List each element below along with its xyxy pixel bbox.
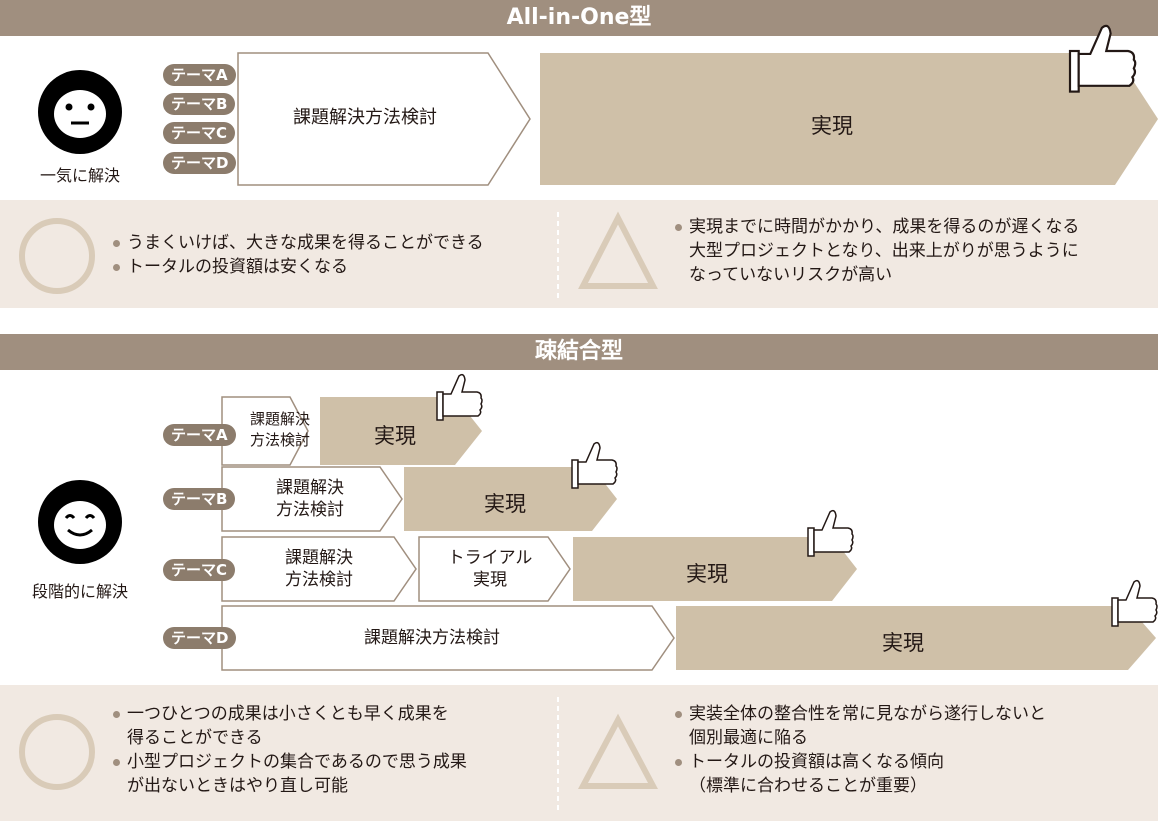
list-item-continued: 個別最適に陥る	[689, 728, 808, 748]
realize-arrow-c	[573, 537, 857, 601]
trial-arrow-c	[418, 536, 571, 602]
theme-tag-d: テーマD	[163, 152, 237, 174]
cons-list-1: 実現までに時間がかかり、成果を得るのが遅くなる 大型プロジェクトとなり、出来上が…	[675, 215, 1079, 287]
caution-triangle-icon	[578, 713, 658, 789]
realize-label-d: 実現	[882, 631, 924, 655]
section1-title: All-in-One型	[0, 0, 1158, 36]
realize-arrow-all	[540, 53, 1158, 185]
study-arrow-a	[221, 396, 309, 466]
theme-tag-d: テーマD	[163, 627, 237, 649]
realize-arrow-d	[676, 606, 1156, 670]
theme-tag-c: テーマC	[163, 122, 236, 144]
realize-label-b: 実現	[484, 492, 526, 516]
theme-tag-a: テーマA	[163, 64, 236, 86]
realize-label-c: 実現	[686, 562, 728, 586]
realize-arrow-b	[404, 467, 617, 531]
list-item: 一つひとつの成果は小さくとも早く成果を	[113, 702, 467, 726]
list-item-continued: なっていないリスクが高い	[689, 265, 893, 285]
pros-list-1: うまくいけば、大きな成果を得ることができる トータルの投資額は安くなる	[113, 231, 484, 279]
cons-list-2: 実装全体の整合性を常に見ながら遂行しないと 個別最適に陥る トータルの投資額は高…	[675, 702, 1046, 798]
pros-list-2: 一つひとつの成果は小さくとも早く成果を 得ることができる 小型プロジェクトの集合…	[113, 702, 467, 798]
study-label-c: 課題解決 方法検討	[285, 548, 353, 590]
list-item-continued: （標準に合わせることが重要）	[689, 776, 927, 796]
face-label-all: 一気に解決	[39, 166, 120, 185]
realize-label-all: 実現	[811, 114, 853, 138]
theme-tag-c: テーマC	[163, 559, 236, 581]
realize-label-a: 実現	[374, 424, 416, 448]
good-circle-icon	[19, 714, 95, 790]
good-circle-icon	[19, 218, 95, 294]
study-label-b: 課題解決 方法検討	[276, 478, 344, 520]
list-item-continued: が出ないときはやり直し可能	[127, 776, 348, 796]
caution-triangle-icon	[578, 211, 658, 289]
list-item-continued: 大型プロジェクトとなり、出来上がりが思うように	[689, 241, 1079, 261]
thumbs-up-icon	[571, 441, 618, 489]
smiling-face-icon	[38, 480, 122, 564]
face-label-stepwise: 段階的に解決	[31, 582, 128, 601]
list-item: 小型プロジェクトの集合であるので思う成果	[113, 750, 467, 774]
study-label-a: 課題解決 方法検討	[249, 410, 310, 449]
study-label-d: 課題解決方法検討	[364, 628, 500, 648]
theme-tag-b: テーマB	[163, 93, 236, 115]
theme-tag-a: テーマA	[163, 424, 236, 446]
list-item: トータルの投資額は高くなる傾向	[675, 750, 1046, 774]
list-item-continued: 得ることができる	[127, 728, 263, 748]
study-arrow-b	[221, 466, 403, 532]
trial-label-c: トライアル 実現	[447, 548, 533, 590]
thumbs-up-icon	[436, 373, 483, 421]
theme-tag-b: テーマB	[163, 488, 236, 510]
list-item: 実現までに時間がかかり、成果を得るのが遅くなる	[675, 215, 1079, 239]
thumbs-up-icon	[1068, 24, 1137, 93]
neutral-face-icon	[38, 70, 122, 154]
list-item: うまくいけば、大きな成果を得ることができる	[113, 231, 484, 255]
list-item: 実装全体の整合性を常に見ながら遂行しないと	[675, 702, 1046, 726]
study-arrow-d	[221, 605, 675, 671]
study-label-all: 課題解決方法検討	[293, 107, 437, 128]
thumbs-up-icon	[807, 509, 854, 557]
thumbs-up-icon	[1111, 579, 1158, 627]
list-item: トータルの投資額は安くなる	[113, 255, 484, 279]
study-arrow-all	[237, 52, 531, 186]
section2-title: 疎結合型	[0, 334, 1158, 370]
study-arrow-c	[221, 536, 417, 602]
